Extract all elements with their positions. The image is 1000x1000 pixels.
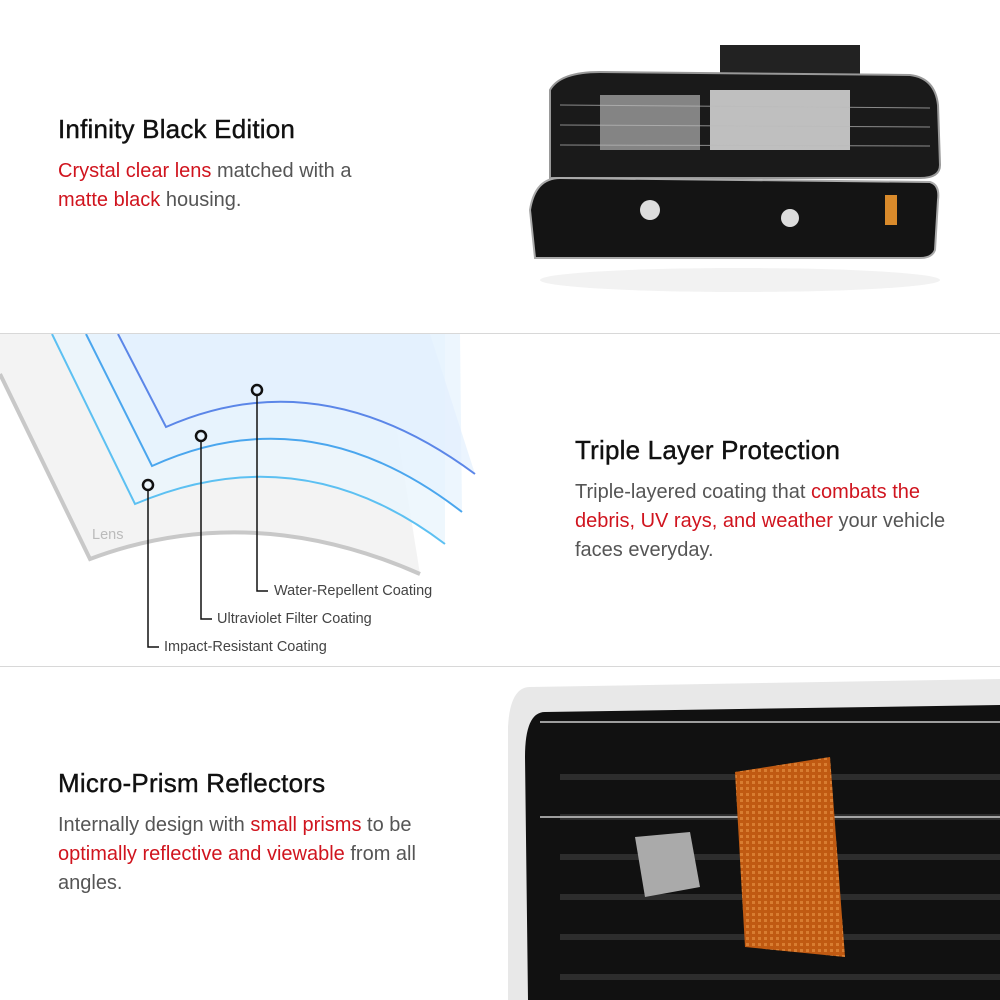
section-divider <box>0 333 1000 334</box>
callout-water-repellent: Water-Repellent Coating <box>274 583 433 599</box>
callout-ultraviolet-filter: Ultraviolet Filter Coating <box>217 611 372 627</box>
section-divider <box>0 666 1000 667</box>
corner-light-closeup-image <box>508 679 1000 1000</box>
section-micro-prism: Micro-Prism Reflectors Internally design… <box>0 667 1000 1000</box>
section-description: Crystal clear lens matched with a matte … <box>58 160 352 211</box>
headlight-assembly-image <box>528 45 942 292</box>
section-title: Micro-Prism Reflectors <box>58 768 326 798</box>
section-description: Internally design with small prisms to b… <box>58 814 416 894</box>
section-title: Triple Layer Protection <box>575 435 841 465</box>
coating-layers-diagram <box>0 334 476 648</box>
callout-impact-resistant: Impact-Resistant Coating <box>164 639 327 655</box>
section-description: Triple-layered coating that combats the … <box>575 481 946 561</box>
section-triple-layer: Lens Water-Repellent Coating Ultraviolet… <box>0 334 1000 667</box>
section-infinity-black: Infinity Black Edition Crystal clear len… <box>0 0 1000 333</box>
section-title: Infinity Black Edition <box>58 114 296 144</box>
lens-label: Lens <box>92 527 124 543</box>
